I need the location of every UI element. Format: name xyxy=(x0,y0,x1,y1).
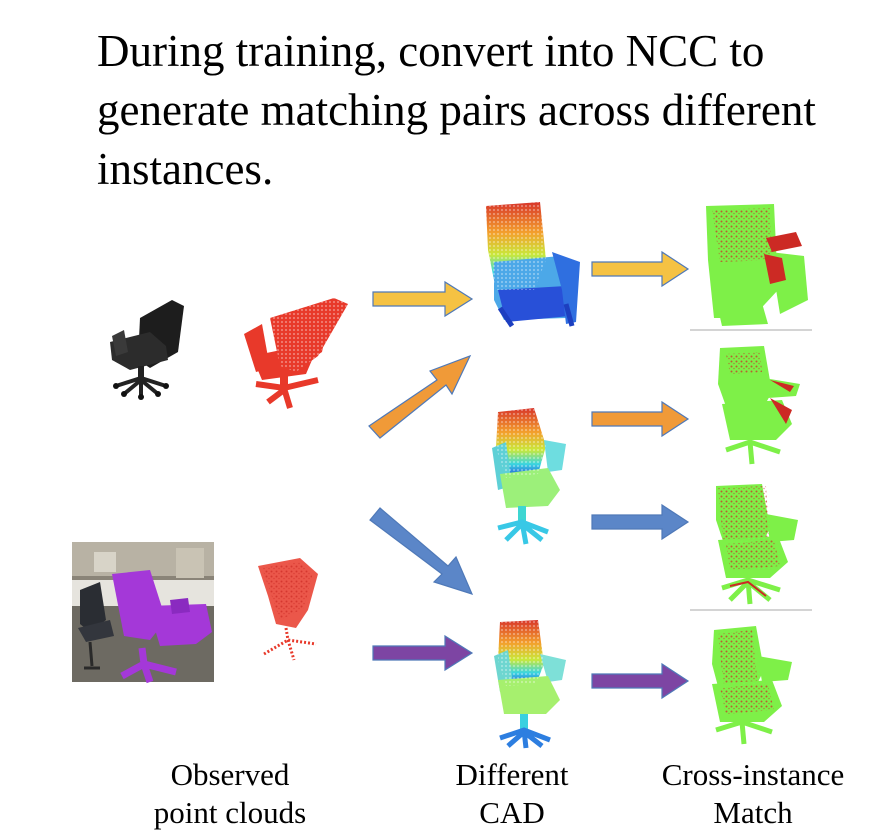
caption-observed-line2: point clouds xyxy=(153,795,307,830)
arrow-observed-to-cad3 xyxy=(372,634,474,672)
caption-cad: Different CAD xyxy=(432,756,592,832)
headline: During training, convert into NCC to gen… xyxy=(97,26,816,194)
cad-model-1 xyxy=(486,202,580,328)
arrow-cad1-to-match1 xyxy=(591,250,690,288)
arrow-cad2-to-match2 xyxy=(591,400,690,438)
caption-cad-line1: Different xyxy=(455,757,569,792)
arrow-observed-to-cad1-diagonal xyxy=(368,354,472,439)
caption-match-line2: Match xyxy=(713,795,793,830)
caption-observed: Observed point clouds xyxy=(140,756,320,832)
match-result-1 xyxy=(706,204,808,326)
match-result-4 xyxy=(712,626,792,745)
caption-match-line1: Cross-instance xyxy=(661,757,845,792)
observed-chair-black xyxy=(110,300,184,400)
observed-pointcloud-red-top xyxy=(244,298,348,409)
match-result-2 xyxy=(718,346,800,465)
caption-match: Cross-instance Match xyxy=(638,756,868,832)
arrow-observed-to-cad1 xyxy=(372,280,474,318)
caption-cad-line2: CAD xyxy=(479,795,545,830)
caption-observed-line1: Observed xyxy=(170,757,290,792)
observed-pointcloud-red-bottom xyxy=(258,558,318,661)
arrow-observed-to-cad3-diagonal xyxy=(369,507,474,595)
cad-model-3 xyxy=(494,620,566,749)
arrow-cad2-to-match3 xyxy=(591,503,690,541)
match-result-3 xyxy=(716,484,798,605)
cad-model-2 xyxy=(492,408,566,545)
observed-photo xyxy=(72,542,214,684)
arrow-cad3-to-match4 xyxy=(591,662,690,700)
